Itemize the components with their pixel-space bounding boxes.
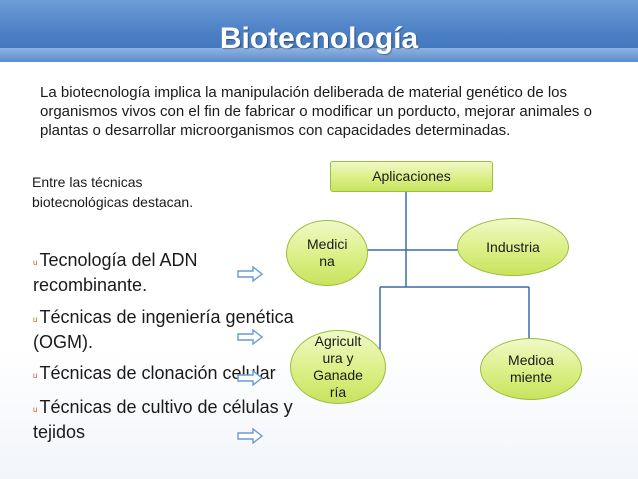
list-item-text: Técnicas de ingeniería genética (OGM).: [33, 307, 294, 352]
intro-paragraph: La biotecnología implica la manipulación…: [40, 84, 592, 139]
list-item-text: Técnicas de clonación celular: [39, 363, 276, 383]
bullet-marker: u: [33, 258, 38, 267]
environment-label: Medioa miente: [508, 352, 554, 385]
slide-title: Biotecnología: [219, 22, 419, 55]
applications-root-node: Aplicaciones: [330, 161, 493, 192]
medicine-node: Medici na: [286, 220, 368, 286]
arrow-right-icon: [237, 428, 263, 444]
industry-label: Industria: [486, 238, 540, 255]
title-stripe: [0, 48, 638, 62]
bullet-marker: u: [33, 371, 38, 380]
environment-node: Medioa miente: [480, 338, 582, 400]
arrow-right-icon: [237, 266, 263, 282]
medicine-label: Medici na: [307, 236, 348, 269]
agriculture-node: Agricult ura y Ganade ría: [290, 330, 386, 404]
list-item-text: Técnicas de cultivo de células y tejidos: [33, 397, 293, 442]
applications-root-label: Aplicaciones: [372, 168, 451, 184]
arrow-right-icon: [237, 370, 263, 386]
bullet-marker: u: [33, 405, 38, 414]
bullet-marker: u: [33, 315, 38, 324]
industry-node: Industria: [457, 218, 569, 276]
techniques-subheading: Entre las técnicas biotecnológicas desta…: [32, 174, 194, 210]
list-item-text: Tecnología del ADN recombinante.: [33, 250, 198, 295]
agriculture-label: Agricult ura y Ganade ría: [313, 333, 363, 400]
arrow-right-icon: [237, 329, 263, 345]
